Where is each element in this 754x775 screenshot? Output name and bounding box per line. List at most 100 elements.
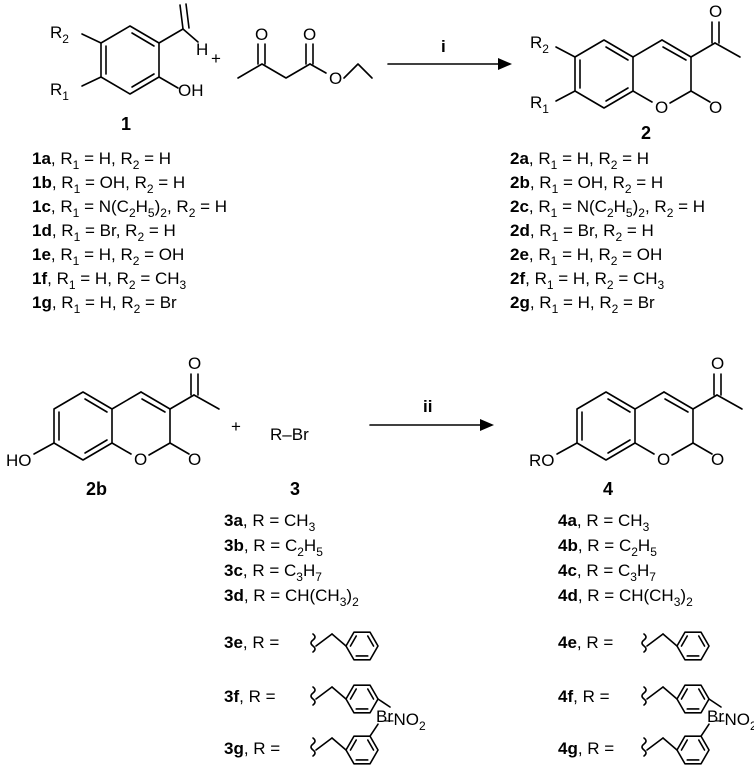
product4-row-4c: 4c, R = C3H7 — [558, 561, 656, 584]
text-run: , R = CH — [243, 511, 309, 530]
subscript: 3 — [643, 520, 650, 534]
text-run: H — [136, 197, 148, 216]
subscript: 1 — [74, 302, 81, 316]
reagent-row-3e: 3e, R = — [224, 633, 279, 652]
text-run: = H — [632, 173, 664, 192]
text-run: = OH, R — [80, 173, 147, 192]
text-run: = OH — [617, 245, 662, 264]
bond — [349, 635, 358, 647]
reactant-row-1d: 1d, R1 = Br, R2 = H — [32, 221, 176, 244]
compound-id: 1b — [32, 173, 52, 192]
attachment-squiggle — [310, 737, 316, 757]
text-run: , R — [47, 269, 69, 288]
benzene-ring — [345, 735, 379, 765]
subscript: 2 — [134, 302, 141, 316]
nitro-group-label: –NO2 — [384, 710, 426, 733]
text-run: ) — [633, 197, 639, 216]
text-run: = H — [617, 149, 649, 168]
bond — [349, 688, 358, 700]
ester-carbonyl-oxygen: O — [303, 25, 316, 44]
text-run: = H — [144, 221, 176, 240]
benzyl-fragment-4g: Br — [641, 707, 724, 765]
compound-1-structure — [81, 3, 199, 95]
compound-1-number: 1 — [121, 114, 131, 134]
compound-id: 1d — [32, 221, 52, 240]
reaction1-arrowhead — [498, 58, 512, 70]
benzyl-fragment-3g: Br — [310, 707, 393, 765]
benzene-ring — [676, 735, 710, 765]
compound-1-atom-oh: OH — [178, 81, 204, 100]
text-run: , R = C — [578, 536, 631, 555]
reactant-row-1b: 1b, R1 = OH, R2 = H — [32, 173, 185, 196]
text-run: , R = CH(CH — [578, 586, 674, 605]
compound-id: 2d — [510, 221, 530, 240]
reactant-row-1e: 1e, R1 = H, R2 = OH — [32, 245, 184, 268]
bond — [662, 633, 678, 647]
text-run: , R — [529, 149, 551, 168]
subscript: 2 — [612, 302, 619, 316]
reactant-row-1a: 1a, R1 = H, R2 = H — [32, 149, 171, 172]
reagent-row-3f: 3f, R = — [224, 687, 276, 706]
subscript: 2 — [62, 32, 69, 46]
text-run: = H, R — [557, 149, 610, 168]
subscript: 1 — [551, 206, 558, 220]
text-run: , R = C — [577, 561, 630, 580]
subscript: 1 — [69, 278, 76, 292]
compound-id: 1a — [32, 149, 51, 168]
compound-4-structure — [556, 373, 743, 461]
text-run: , R = — [577, 633, 613, 652]
product-row-2f: 2f, R1 = H, R2 = CH3 — [510, 269, 665, 292]
nitro-group-label: –NO2 — [715, 710, 754, 733]
compound-2b-ring-oxygen: O — [134, 450, 147, 469]
bond — [369, 723, 379, 737]
text-run: –NO — [715, 710, 750, 729]
bond — [315, 737, 333, 751]
text-run: , R — [530, 173, 552, 192]
subscript: 2 — [160, 206, 167, 220]
attachment-squiggle — [310, 633, 316, 653]
subscript: 2 — [686, 595, 693, 609]
subscript: 3 — [340, 595, 347, 609]
compound-id: 2f — [510, 269, 525, 288]
bromo-label: Br — [376, 707, 393, 726]
bond — [366, 688, 375, 700]
compound-id: 2c — [510, 197, 529, 216]
compound-id: 3a — [224, 511, 243, 530]
subscript: 2 — [625, 182, 632, 196]
text-run: = H, R — [80, 293, 133, 312]
subscript: 2 — [542, 42, 549, 56]
product-row-2d: 2d, R1 = Br, R2 = H — [510, 221, 654, 244]
subscript: 2 — [352, 595, 359, 609]
compound-id: 1g — [32, 293, 52, 312]
product-row-2g: 2g, R1 = H, R2 = Br — [510, 293, 655, 316]
subscript: 2 — [750, 719, 754, 733]
subscript: 5 — [626, 206, 633, 220]
compound-4-number: 4 — [603, 479, 613, 499]
text-run: H — [638, 536, 650, 555]
subscript: 2 — [129, 278, 136, 292]
compound-2-acetyl-oxygen: O — [709, 2, 722, 21]
subscript: 2 — [133, 158, 140, 172]
text-run: = H, R — [79, 149, 132, 168]
bond — [700, 723, 710, 737]
text-run: = OH, R — [558, 173, 625, 192]
compound-id: 2g — [510, 293, 530, 312]
compound-2b-lactone-oxygen: O — [188, 450, 201, 469]
bond — [315, 686, 333, 700]
product4-row-4a: 4a, R = CH3 — [558, 511, 650, 534]
subscript: 2 — [419, 719, 426, 733]
text-run: = Br, R — [558, 221, 615, 240]
subscript: 1 — [542, 102, 549, 116]
reactant-1-substituent-list: 1a, R1 = H, R2 = H1b, R1 = OH, R2 = H1c,… — [32, 149, 227, 316]
attachment-squiggle — [641, 686, 647, 706]
subscript: 1 — [552, 302, 559, 316]
subscript: 7 — [649, 570, 656, 584]
subscript: 3 — [309, 520, 316, 534]
benzene-ring — [676, 631, 710, 661]
ester-ether-oxygen: O — [329, 69, 342, 88]
subscript: 1 — [552, 230, 559, 244]
bond — [680, 635, 689, 647]
bond — [646, 686, 664, 700]
